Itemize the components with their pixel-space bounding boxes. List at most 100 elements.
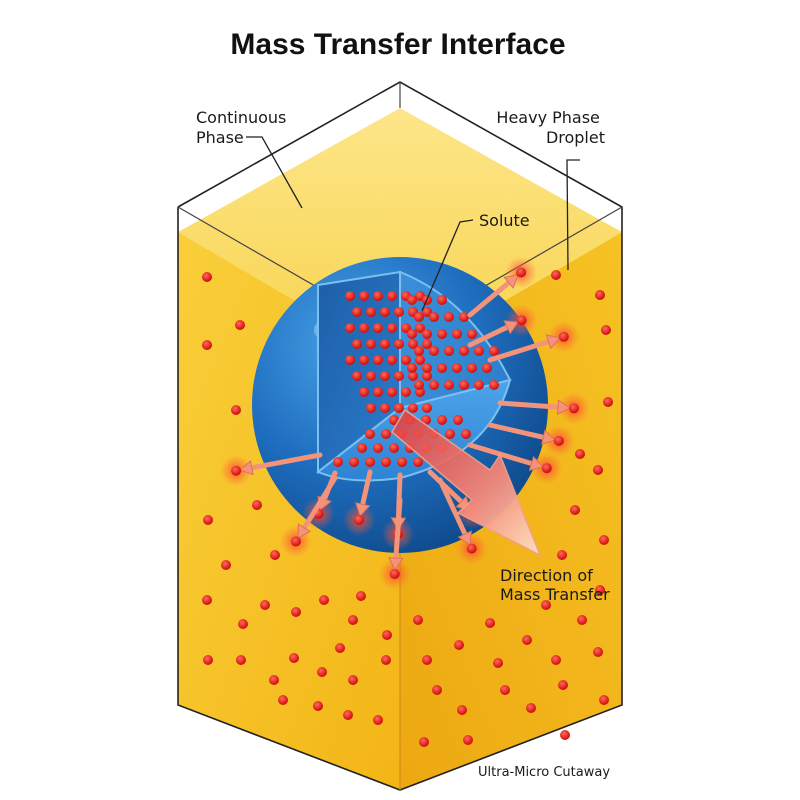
solute-dot (437, 363, 447, 373)
solute-dot (407, 363, 417, 373)
solute-dot (401, 355, 411, 365)
diffusion-arrow (487, 320, 580, 363)
solute-dot (359, 355, 369, 365)
solute-dot (270, 550, 280, 560)
solute-dot (380, 339, 390, 349)
label-solute: Solute (479, 211, 530, 230)
solute-dot (407, 329, 417, 339)
solute-dot (349, 457, 359, 467)
solute-dot (467, 363, 477, 373)
solute-dot (335, 643, 345, 653)
solute-dot (202, 272, 212, 282)
solute-dot (382, 630, 392, 640)
solute-dot (444, 346, 454, 356)
solute-dot (381, 457, 391, 467)
solute-dot (485, 618, 495, 628)
solute-dot (366, 403, 376, 413)
solute-dot (422, 329, 432, 339)
solute-dot (429, 380, 439, 390)
solute-dot (345, 355, 355, 365)
diffusion-arrow (437, 477, 488, 565)
solute-dot (459, 312, 469, 322)
solute-dot (366, 307, 376, 317)
solute-dot (595, 290, 605, 300)
solute-dot (260, 600, 270, 610)
diffusion-arrow (220, 452, 323, 487)
solute-dot (269, 675, 279, 685)
solute-dot (389, 415, 399, 425)
solute-dot (373, 715, 383, 725)
continuous-phase-solute-dots (202, 270, 613, 747)
solute-dot (560, 730, 570, 740)
solute-dot (380, 371, 390, 381)
diffusion-arrow (467, 442, 563, 485)
solute-dot (343, 710, 353, 720)
solute-dot (394, 403, 404, 413)
solute-dot (422, 339, 432, 349)
solute-dot (419, 737, 429, 747)
solute-dot (397, 457, 407, 467)
label-direction-of-mass-transfer: Direction of Mass Transfer (500, 566, 610, 604)
solute-dot (453, 415, 463, 425)
solute-dot (373, 387, 383, 397)
solute-dot (387, 323, 397, 333)
label-continuous-phase: Continuous Phase (196, 108, 291, 147)
solute-dot (414, 312, 424, 322)
direction-of-mass-transfer-arrow (391, 408, 542, 557)
label-cutaway: Ultra-Micro Cutaway (478, 765, 610, 780)
diffusion-arrow (497, 392, 590, 425)
leader-continuous-phase (246, 136, 303, 209)
solute-dot (352, 371, 362, 381)
solute-dot (429, 312, 439, 322)
solute-dot (437, 415, 447, 425)
cube-top-face (178, 108, 622, 362)
solute-dot (236, 655, 246, 665)
solute-dot (203, 515, 213, 525)
solute-dot (422, 371, 432, 381)
solute-dot (432, 685, 442, 695)
solute-dot (317, 667, 327, 677)
solute-dot (489, 346, 499, 356)
solute-dot (289, 653, 299, 663)
solute-dot (457, 705, 467, 715)
solute-dot (489, 380, 499, 390)
solute-dot (415, 323, 425, 333)
solute-dot (570, 505, 580, 515)
solute-dot (366, 339, 376, 349)
solute-dot (394, 371, 404, 381)
solute-dot (394, 307, 404, 317)
solute-dot (593, 465, 603, 475)
solute-dot (373, 443, 383, 453)
diffusion-arrow (467, 256, 538, 318)
solute-dot (380, 307, 390, 317)
solute-dot (345, 323, 355, 333)
solute-dot (231, 405, 241, 415)
solute-dot (357, 443, 367, 453)
solute-dot (459, 380, 469, 390)
solute-dot (389, 443, 399, 453)
solute-dot (575, 449, 585, 459)
solute-dot (252, 500, 262, 510)
solute-dot (221, 560, 231, 570)
solute-dot (387, 387, 397, 397)
solute-dot (601, 325, 611, 335)
solute-dot (202, 340, 212, 350)
label-leader-lines (246, 136, 580, 312)
solute-dot (452, 329, 462, 339)
diagram-title: Mass Transfer Interface (230, 28, 565, 61)
solute-dot (203, 655, 213, 665)
solute-dot (408, 371, 418, 381)
solute-dot (452, 363, 462, 373)
solute-dot (202, 595, 212, 605)
solute-dot (365, 457, 375, 467)
solute-dot (599, 535, 609, 545)
solute-dot (381, 655, 391, 665)
droplet-solute-dots (333, 291, 499, 467)
solute-dot (356, 591, 366, 601)
solute-dot (414, 346, 424, 356)
solute-dot (482, 363, 492, 373)
solute-dot (365, 429, 375, 439)
solute-dot (522, 635, 532, 645)
solute-dot (577, 615, 587, 625)
